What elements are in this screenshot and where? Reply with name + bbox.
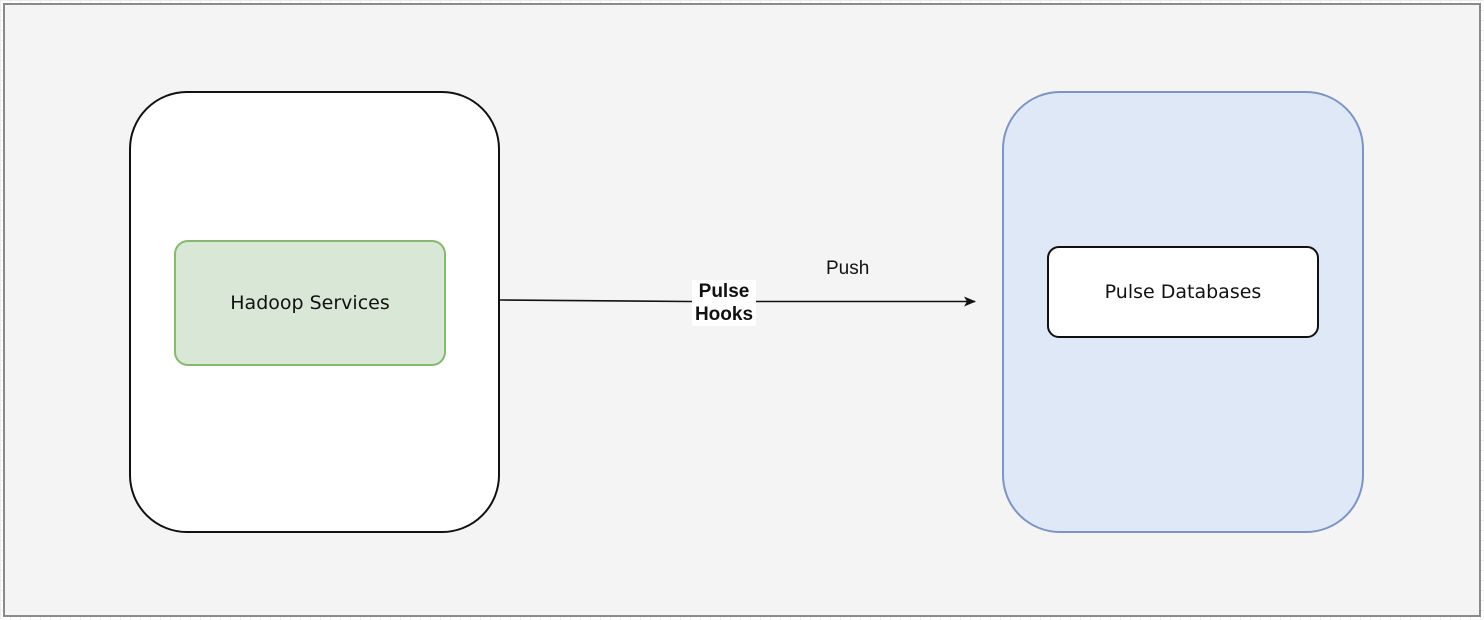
pulse-hooks-label: Pulse Hooks (692, 280, 756, 326)
hadoop-services-node[interactable]: Hadoop Services (174, 240, 446, 366)
push-arrow[interactable] (499, 296, 976, 307)
hadoop-services-label: Hadoop Services (230, 292, 390, 314)
pulse-databases-node[interactable]: Pulse Databases (1047, 246, 1319, 338)
pulse-databases-label: Pulse Databases (1104, 281, 1262, 303)
push-label: Push (826, 258, 870, 279)
